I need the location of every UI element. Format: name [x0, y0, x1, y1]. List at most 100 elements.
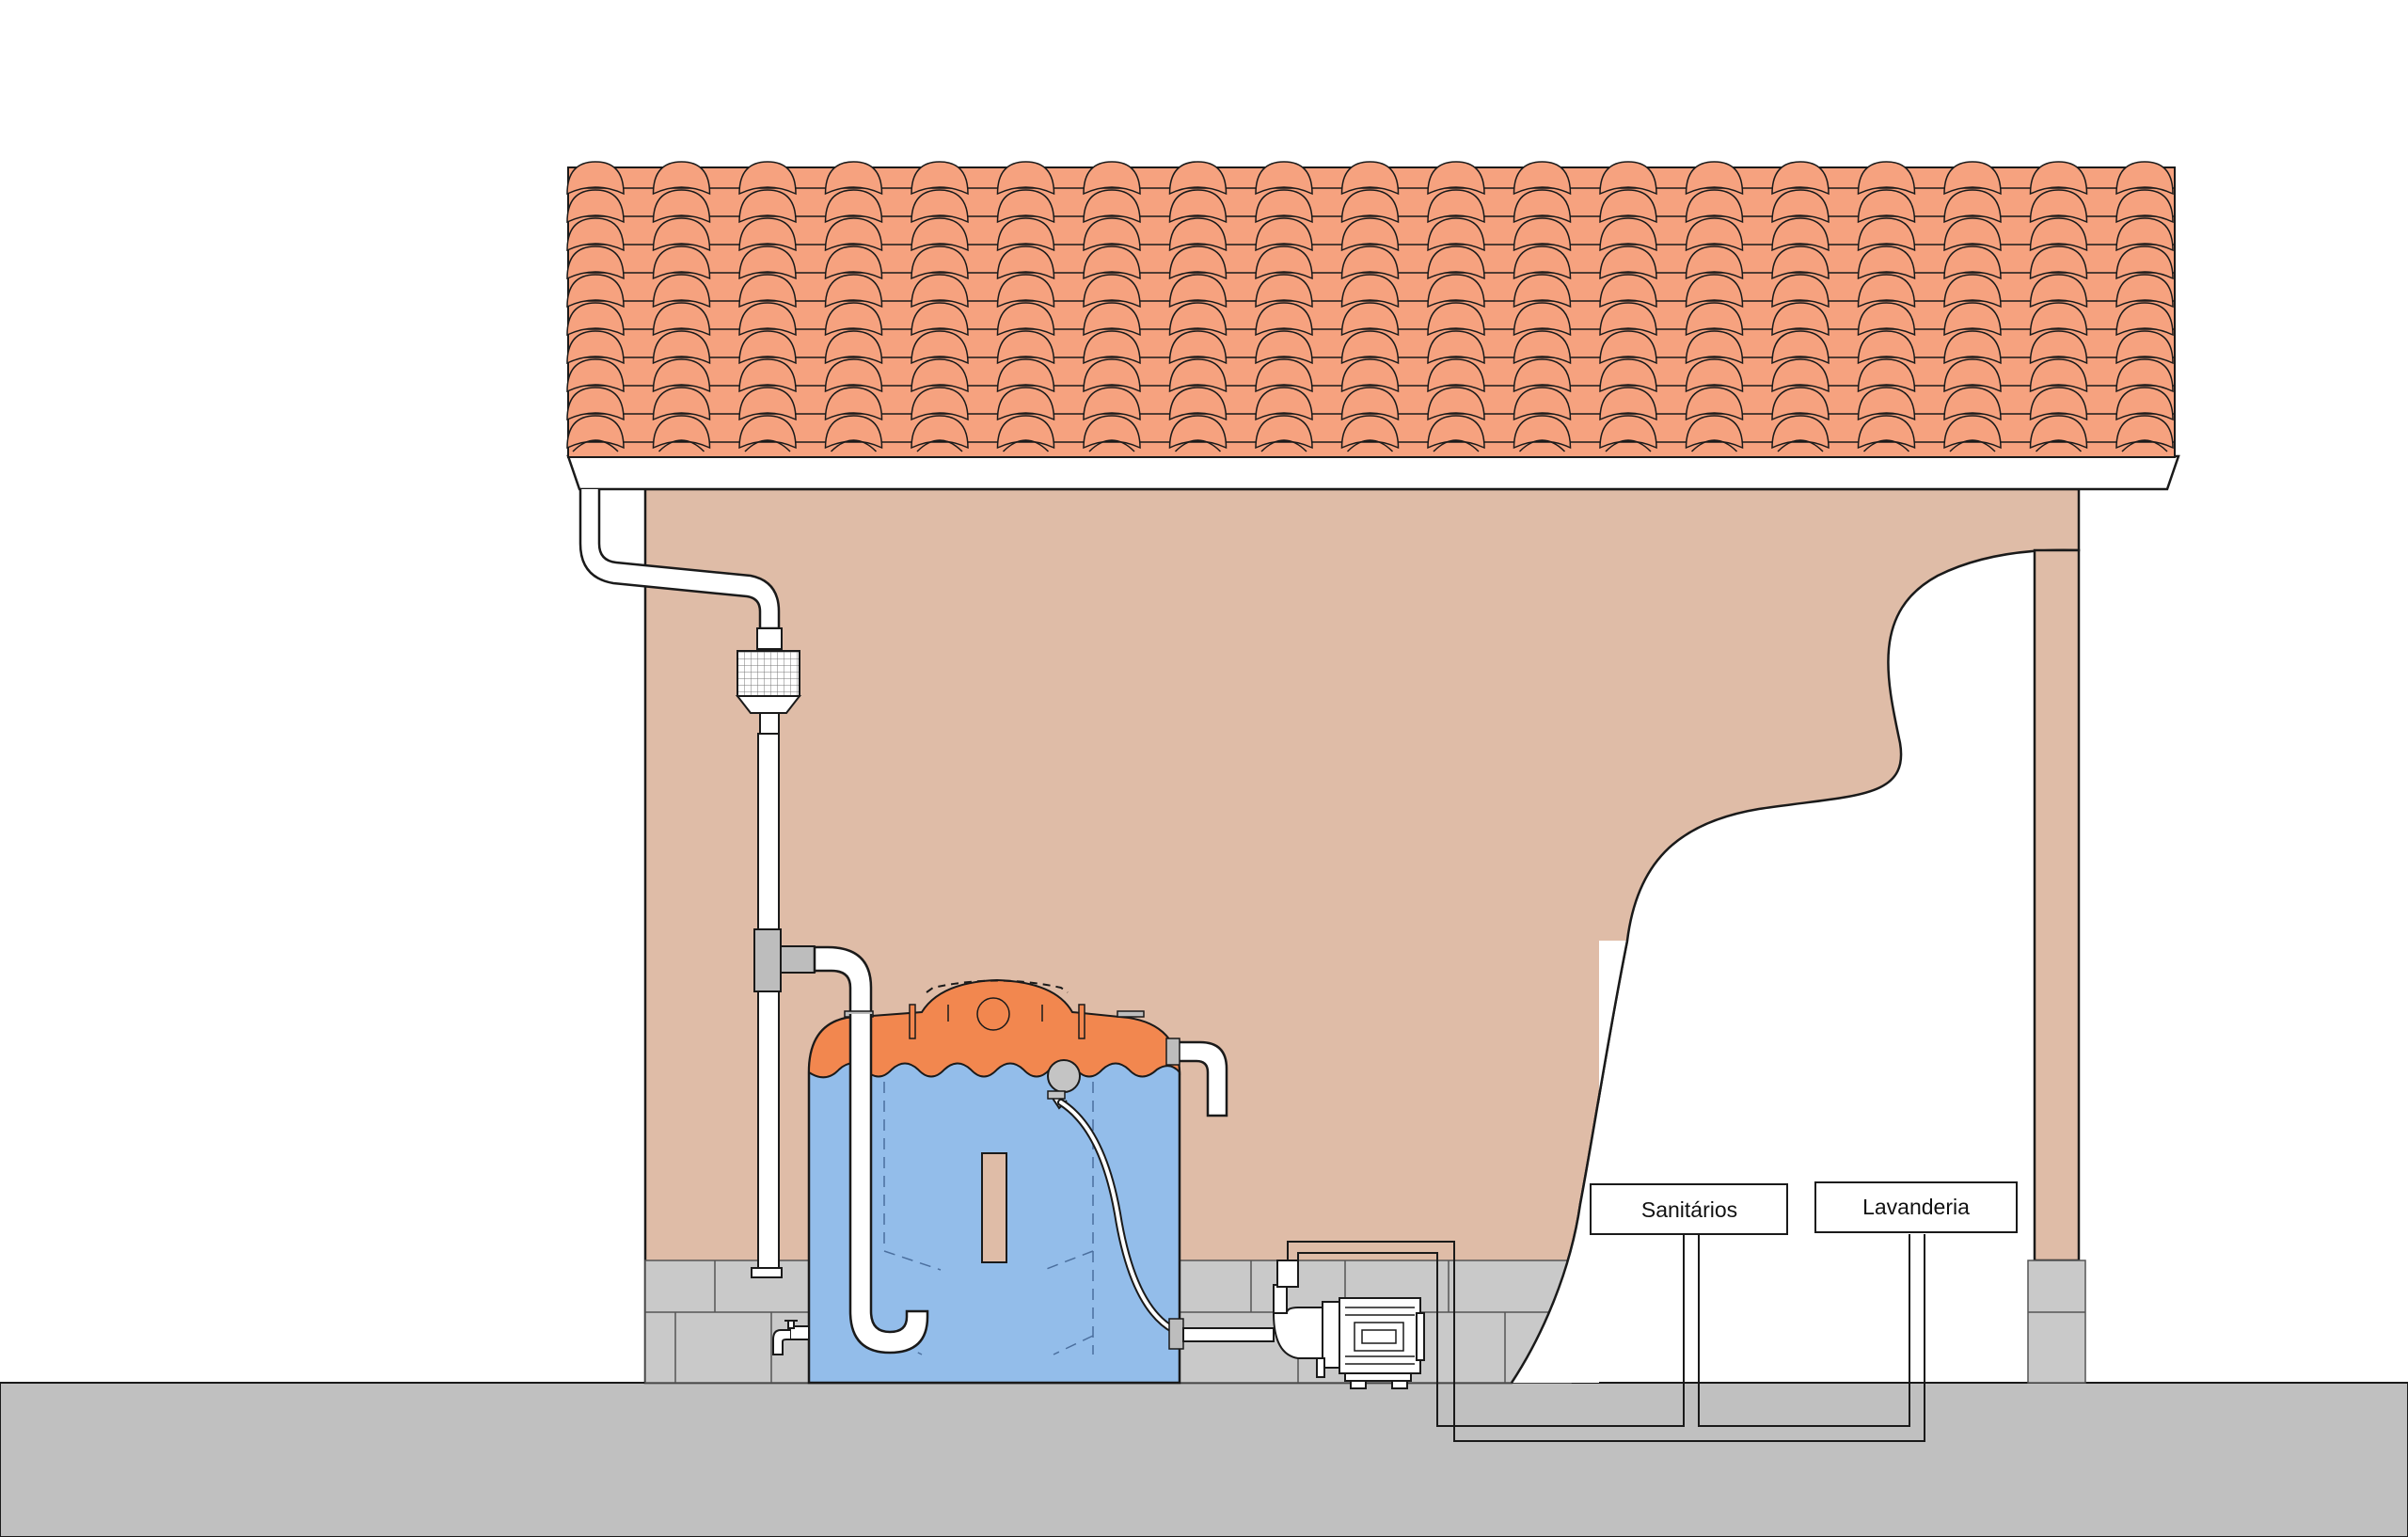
roof-tile: [1340, 302, 1400, 337]
roof-tile: [1771, 330, 1830, 365]
roof-tile-end: [1088, 439, 1135, 452]
roof-tile: [1255, 415, 1313, 450]
roof-tile: [996, 330, 1055, 365]
roof-tile: [1685, 302, 1744, 337]
roof-tile: [1427, 217, 1485, 252]
roof-tile: [1513, 246, 1572, 280]
roof-tile: [824, 189, 883, 224]
roof-tile: [1427, 302, 1485, 337]
roof-tile: [1599, 189, 1657, 224]
roof-tile: [2029, 302, 2088, 337]
roof-tile: [911, 302, 969, 337]
roof-tile: [1255, 189, 1313, 224]
roof-tile: [911, 246, 969, 280]
roof-tile: [1083, 189, 1141, 224]
roof-tile: [1513, 217, 1572, 252]
roof-tile: [996, 387, 1055, 421]
roof-tile: [1168, 302, 1228, 337]
roof-tile: [1685, 330, 1744, 365]
roof-tile: [1513, 302, 1572, 337]
roof-tile-end: [1518, 439, 1566, 452]
roof-tile: [1427, 189, 1485, 224]
roof-tile: [1943, 189, 2002, 224]
roof-tile-end: [2035, 439, 2083, 452]
roof-tile: [1599, 302, 1657, 337]
roof-tile: [652, 274, 711, 309]
roof-tile-end: [1260, 439, 1307, 452]
roof-tile: [2115, 274, 2174, 309]
distribution-pipes: [1287, 1234, 1925, 1442]
roof-tile: [1771, 358, 1830, 393]
roof-tile: [1771, 161, 1830, 196]
roof-tile: [996, 189, 1055, 224]
roof-tile: [1857, 217, 1916, 252]
roof-tile: [738, 387, 797, 421]
roof-tile: [1168, 330, 1228, 365]
roof-tile: [1943, 246, 2002, 280]
roof-tile: [1427, 358, 1485, 393]
roof-tile: [1943, 161, 2002, 196]
roof-tile: [824, 217, 883, 252]
roof-tile: [1340, 161, 1400, 196]
roof-tile: [1685, 246, 1744, 280]
roof-tile: [1083, 330, 1141, 365]
lavanderia-label-box: Lavanderia: [1814, 1181, 2018, 1233]
roof-tile: [1513, 274, 1572, 309]
roof-tile: [2029, 358, 2088, 393]
roof-tile: [1857, 358, 1916, 393]
roof-tile: [1083, 302, 1141, 337]
ground: [0, 1382, 2408, 1537]
roof-tile: [1857, 302, 1916, 337]
roof-tile: [1685, 189, 1744, 224]
float-valve-icon: [1047, 1059, 1081, 1110]
roof-tile: [1943, 274, 2002, 309]
roof-tile: [652, 358, 711, 393]
level-window: [981, 1152, 1007, 1263]
faucet-icon: [772, 1320, 810, 1355]
lavanderia-label: Lavanderia: [1862, 1195, 1970, 1219]
roof-tile: [1685, 387, 1744, 421]
roof-tile-end: [744, 439, 791, 452]
roof-tile: [738, 161, 797, 196]
roof-tile-end: [2121, 439, 2168, 452]
roof-tile: [911, 330, 969, 365]
roof-tile: [824, 246, 883, 280]
water-pump-icon: [1272, 1260, 1425, 1389]
roof-tile: [1513, 189, 1572, 224]
roof-tile: [566, 415, 625, 450]
roof-tile: [2029, 387, 2088, 421]
roof-tile-end: [1002, 439, 1050, 452]
roof-tile: [566, 330, 625, 365]
roof-tile: [824, 387, 883, 421]
roof-tile-end: [1949, 439, 1996, 452]
roof-tile: [1771, 302, 1830, 337]
roof-tile: [1427, 387, 1485, 421]
roof-tile: [1771, 274, 1830, 309]
roof-tile: [1599, 330, 1657, 365]
rainwater-tank: [807, 978, 1181, 1385]
roof-tile: [2029, 246, 2088, 280]
roof-tile: [2029, 189, 2088, 224]
roof-tile: [1168, 246, 1228, 280]
roof-tile: [1168, 387, 1228, 421]
roof-tile: [1083, 415, 1141, 450]
roof-tile: [1685, 274, 1744, 309]
roof-tile: [1083, 358, 1141, 393]
roof-tile: [1168, 415, 1228, 450]
right-pillar: [2033, 548, 2081, 1262]
roof-tile-end: [572, 439, 619, 452]
roof-tile: [1599, 161, 1657, 196]
sanitarios-label: Sanitários: [1641, 1197, 1737, 1222]
roof-tile: [1083, 217, 1141, 252]
roof-tile: [2115, 217, 2174, 252]
roof-tile: [2115, 246, 2174, 280]
roof-tile: [566, 302, 625, 337]
roof-tile: [1083, 161, 1141, 196]
tee-fitting: [753, 928, 782, 992]
roof-tile: [566, 217, 625, 252]
roof-tile-end: [1777, 439, 1824, 452]
roof-tile: [911, 387, 969, 421]
roof-tile: [1255, 274, 1313, 309]
roof-tile: [1255, 217, 1313, 252]
